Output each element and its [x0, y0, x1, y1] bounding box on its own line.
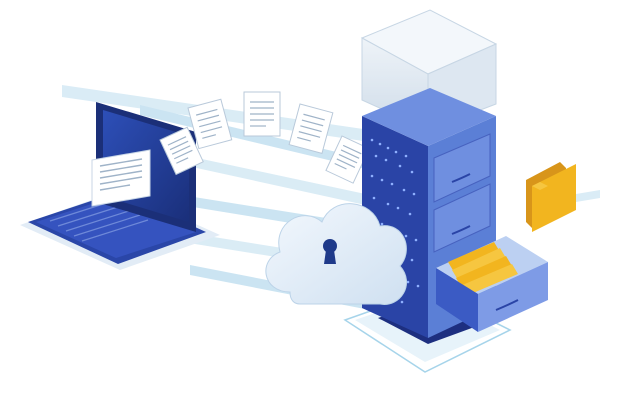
server-cabinet-icon	[360, 9, 548, 338]
folder-icon	[526, 162, 576, 232]
folder-tabs	[448, 242, 518, 296]
laptop-icon	[20, 102, 220, 270]
open-drawer	[436, 236, 548, 332]
cloud-lock-icon	[265, 203, 407, 305]
lock-icon	[323, 239, 337, 253]
document-icon	[159, 91, 370, 184]
drawers	[433, 133, 491, 253]
